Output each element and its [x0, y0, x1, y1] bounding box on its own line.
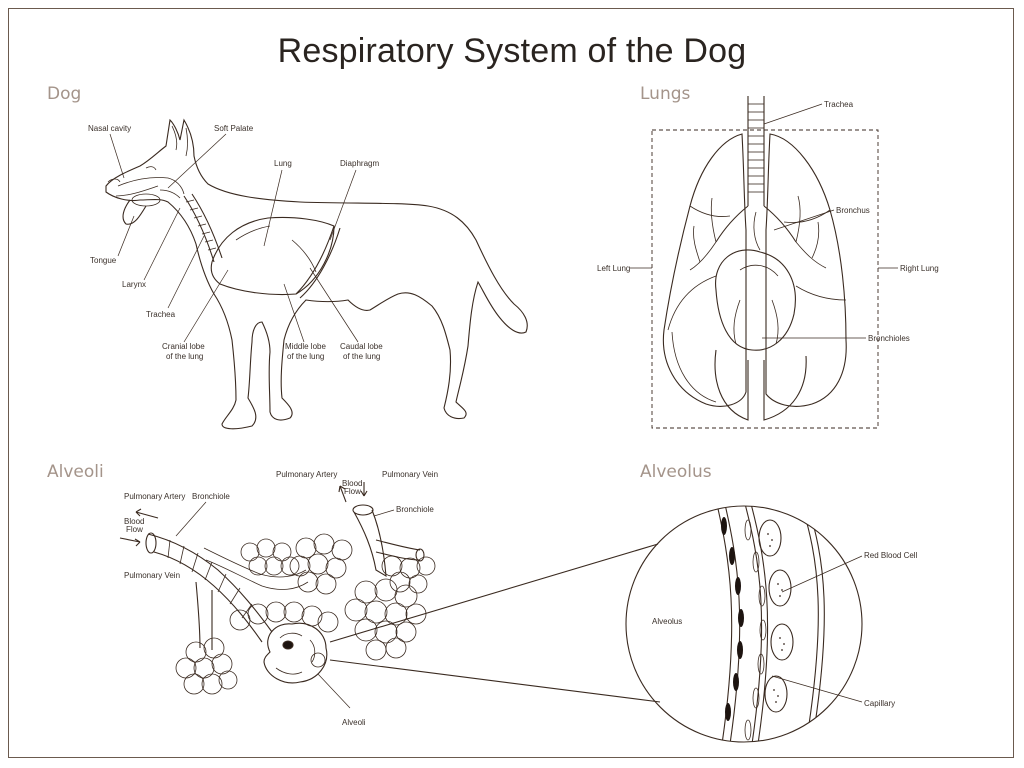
label-red-blood-cell: Red Blood Cell — [864, 551, 918, 560]
label-bronchus: Bronchus — [836, 206, 870, 215]
alveoli-sac-cluster-6 — [229, 601, 339, 633]
label-blood-flow-left-2: Flow — [126, 525, 143, 534]
lungs-illustration — [651, 96, 879, 429]
label-middle-lobe-1: Middle lobe — [285, 342, 326, 351]
label-tongue: Tongue — [90, 256, 117, 265]
label-cranial-lobe-2: of the lung — [166, 352, 203, 361]
alveolus-epithelial-cells — [721, 517, 744, 721]
alveoli-sac-cluster-3 — [289, 533, 353, 595]
dog-diaphragm — [295, 225, 335, 295]
label-caudal-lobe-2: of the lung — [343, 352, 380, 361]
label-bronchiole-right: Bronchiole — [396, 505, 434, 514]
dog-labels: Nasal cavity Soft Palate Lung Diaphragm … — [88, 124, 383, 361]
lungs-right-lung — [765, 133, 847, 407]
alveolus-red-blood-cells — [758, 519, 794, 713]
section-heading-lungs: Lungs — [640, 84, 691, 104]
label-alveolus: Alveolus — [652, 617, 682, 626]
lungs-bronchus — [715, 205, 797, 243]
blood-flow-arrows-top — [338, 482, 368, 503]
lungs-trachea — [747, 96, 765, 206]
label-diaphragm: Diaphragm — [340, 159, 379, 168]
lungs-labels: Trachea Bronchus Left Lung Right Lung Br… — [597, 100, 939, 343]
alveoli-sac-cluster-4 — [381, 555, 436, 594]
label-bronchioles: Bronchioles — [868, 334, 910, 343]
label-pulmonary-vein-top: Pulmonary Vein — [382, 470, 438, 479]
lungs-heart — [715, 249, 796, 351]
label-left-lung: Left Lung — [597, 264, 630, 273]
dog-nasal-cavity — [117, 177, 185, 195]
label-caudal-lobe-1: Caudal lobe — [340, 342, 383, 351]
alveolus-zoom-circle — [625, 505, 863, 743]
alveoli-top-vessel — [353, 509, 387, 578]
diagram-frame — [8, 8, 1014, 758]
alveoli-sac-cluster-1 — [175, 637, 238, 695]
label-trachea: Trachea — [146, 310, 176, 319]
dog-lung — [210, 216, 335, 296]
label-lung: Lung — [274, 159, 292, 168]
label-lungs-trachea: Trachea — [824, 100, 854, 109]
page-title: Respiratory System of the Dog — [277, 32, 747, 70]
alveolus-labels: Alveolus Red Blood Cell Capillary — [652, 551, 918, 708]
alveoli-sac-cluster-5 — [344, 578, 427, 661]
label-blood-flow-left-1: Blood — [124, 517, 144, 526]
section-heading-dog: Dog — [47, 84, 82, 104]
section-heading-alveoli: Alveoli — [47, 462, 104, 482]
label-cranial-lobe-1: Cranial lobe — [162, 342, 205, 351]
alveoli-bronchiole-tube — [147, 533, 273, 633]
lungs-dashed-box — [651, 129, 879, 429]
label-bronchiole-left: Bronchiole — [192, 492, 230, 501]
blood-flow-arrows-left — [119, 508, 159, 547]
alveoli-labels: Pulmonary Artery Bronchiole Blood Flow P… — [124, 470, 438, 727]
section-heading-alveolus: Alveolus — [640, 462, 712, 482]
label-alveoli: Alveoli — [342, 718, 366, 727]
label-capillary: Capillary — [864, 699, 895, 708]
label-middle-lobe-2: of the lung — [287, 352, 324, 361]
dog-trachea — [183, 195, 215, 263]
label-pulmonary-artery-left: Pulmonary Artery — [124, 492, 185, 501]
alveoli-illustration — [119, 482, 661, 703]
alveoli-sac-cluster-2 — [240, 538, 300, 576]
dog-tongue — [122, 199, 147, 225]
label-nasal-cavity: Nasal cavity — [88, 124, 131, 133]
label-blood-flow-top-1: Blood — [342, 479, 362, 488]
dog-outline — [105, 118, 528, 430]
lungs-bronchioles — [689, 195, 827, 345]
label-blood-flow-top-2: Flow — [344, 487, 361, 496]
label-pulmonary-artery-top: Pulmonary Artery — [276, 470, 337, 479]
alveoli-cross-section — [263, 622, 328, 684]
label-soft-palate: Soft Palate — [214, 124, 254, 133]
label-right-lung: Right Lung — [900, 264, 939, 273]
lungs-left-lung — [662, 133, 747, 407]
label-pulmonary-vein-left: Pulmonary Vein — [124, 571, 180, 580]
label-larynx: Larynx — [122, 280, 146, 289]
dog-illustration — [105, 118, 528, 430]
